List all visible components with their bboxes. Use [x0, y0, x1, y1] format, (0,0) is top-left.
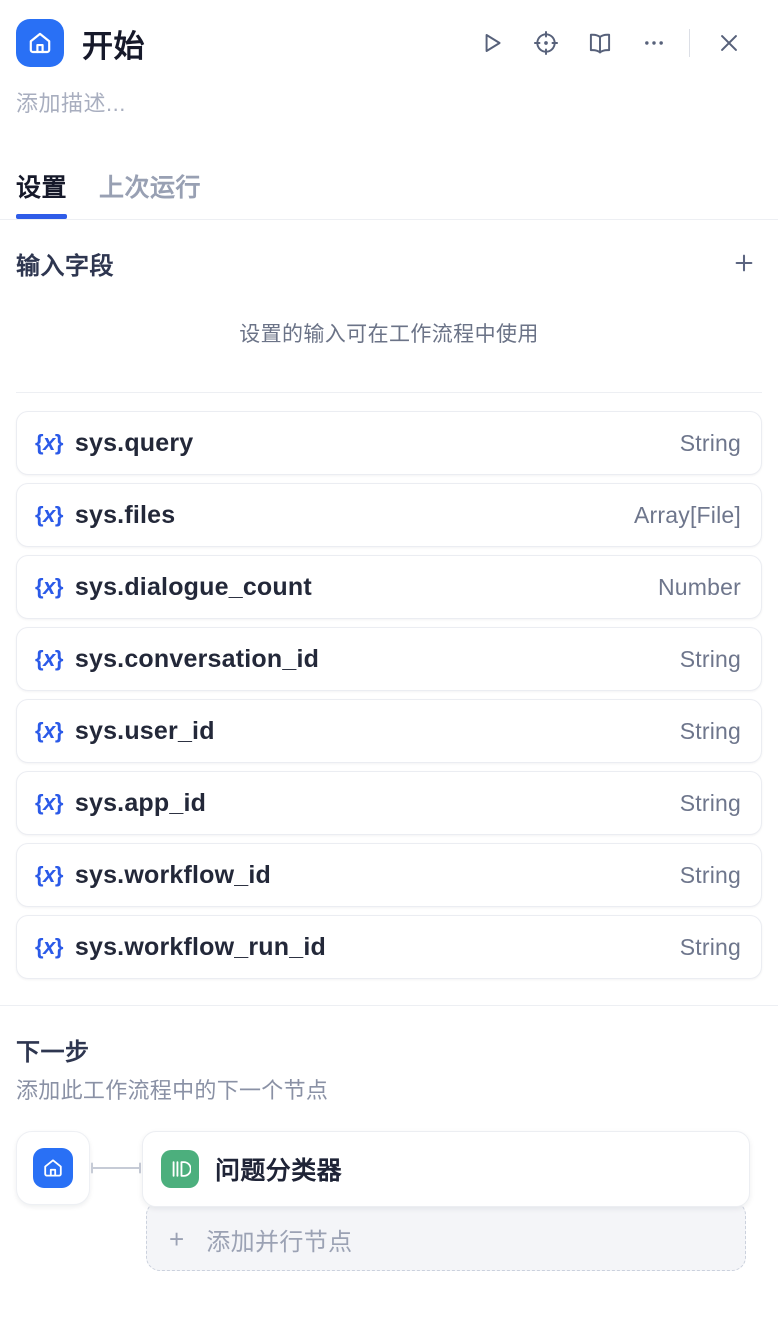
list-item[interactable]: {x} sys.app_id String — [16, 771, 762, 835]
variable-icon: {x} — [35, 430, 63, 455]
spacer — [0, 979, 778, 1005]
header-divider — [689, 29, 690, 57]
variable-type: String — [679, 429, 741, 456]
list-item[interactable]: {x} sys.files Array[File] — [16, 483, 762, 547]
variable-name: sys.files — [74, 500, 176, 529]
add-parallel-node-button[interactable]: + 添加并行节点 — [146, 1201, 746, 1271]
home-icon — [33, 1148, 73, 1188]
variable-type: Array[File] — [634, 501, 741, 528]
list-item[interactable]: {x} sys.dialogue_count Number — [16, 555, 762, 619]
section-divider — [16, 392, 762, 393]
variable-type: String — [679, 717, 741, 744]
section-title: 输入字段 — [16, 252, 114, 280]
next-step-divider — [0, 1005, 778, 1006]
variable-icon: {x} — [35, 718, 63, 743]
flow-node-question-classifier[interactable]: 问题分类器 — [142, 1131, 750, 1207]
tab-last-run[interactable]: 上次运行 — [99, 174, 202, 202]
next-step-section: 下一步 添加此工作流程中的下一个节点 — [0, 1006, 778, 1105]
variable-name: sys.dialogue_count — [74, 572, 312, 601]
input-fields-empty-hint: 设置的输入可在工作流程中使用 — [239, 323, 539, 346]
variable-icon: {x} — [35, 574, 63, 599]
input-fields-header: 输入字段 — [0, 220, 778, 282]
home-icon — [16, 19, 64, 67]
variable-icon: {x} — [35, 790, 63, 815]
variable-name: sys.conversation_id — [74, 644, 320, 673]
variable-name: sys.workflow_run_id — [74, 932, 326, 961]
run-icon[interactable] — [465, 19, 519, 67]
flow-next-nodes: 问题分类器 + 添加并行节点 — [142, 1131, 750, 1271]
list-item[interactable]: {x} sys.workflow_id String — [16, 843, 762, 907]
variable-name: sys.workflow_id — [74, 860, 271, 889]
flow-connector-line — [90, 1131, 142, 1205]
more-icon[interactable] — [627, 19, 681, 67]
tab-settings[interactable]: 设置 — [16, 168, 68, 219]
panel-header: 开始 — [0, 0, 778, 86]
target-icon[interactable] — [519, 19, 573, 67]
variable-name: sys.user_id — [74, 716, 215, 745]
system-variable-list: {x} sys.query String {x} sys.files Array… — [0, 393, 778, 979]
list-item[interactable]: {x} sys.user_id String — [16, 699, 762, 763]
variable-type: String — [679, 861, 741, 888]
list-item[interactable]: {x} sys.query String — [16, 411, 762, 475]
flow-start-node[interactable] — [16, 1131, 90, 1205]
plus-icon: + — [169, 1224, 185, 1254]
tab-bar: 设置 上次运行 — [0, 148, 778, 220]
variable-icon: {x} — [35, 862, 63, 887]
flow-preview: 问题分类器 + 添加并行节点 — [0, 1105, 778, 1271]
page-title: 开始 — [82, 28, 145, 64]
list-item[interactable]: {x} sys.workflow_run_id String — [16, 915, 762, 979]
next-step-subtitle: 添加此工作流程中的下一个节点 — [16, 1078, 329, 1103]
variable-icon: {x} — [35, 646, 63, 671]
variable-type: String — [679, 645, 741, 672]
variable-icon: {x} — [35, 934, 63, 959]
variable-type: String — [679, 789, 741, 816]
list-item[interactable]: {x} sys.conversation_id String — [16, 627, 762, 691]
variable-icon: {x} — [35, 502, 63, 527]
variable-name: sys.query — [74, 428, 194, 457]
next-step-title: 下一步 — [16, 1039, 90, 1066]
variable-name: sys.app_id — [74, 788, 207, 817]
variable-type: Number — [657, 573, 741, 600]
close-icon[interactable] — [702, 19, 756, 67]
book-icon[interactable] — [573, 19, 627, 67]
header-actions — [465, 19, 756, 67]
flow-node-label: 问题分类器 — [215, 1157, 343, 1185]
add-input-field-button[interactable] — [726, 245, 762, 281]
add-parallel-node-label: 添加并行节点 — [206, 1228, 353, 1256]
description-input[interactable]: 添加描述... — [16, 91, 126, 116]
question-classifier-icon — [161, 1150, 199, 1188]
variable-type: String — [679, 933, 741, 960]
